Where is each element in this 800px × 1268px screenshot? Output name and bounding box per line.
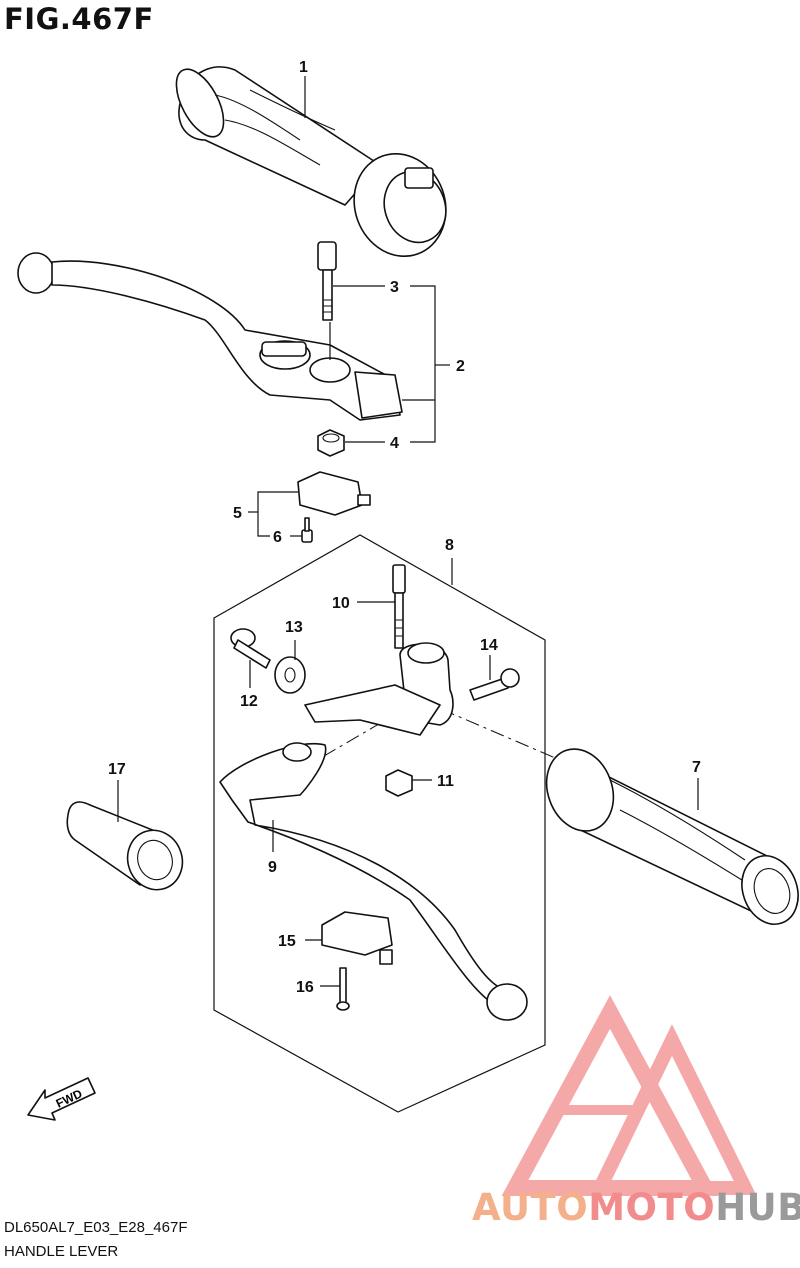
watermark-part-3: HUB [715,1186,800,1229]
clutch-group-frame [213,534,546,1113]
figure-title: FIG.467F [4,2,154,36]
lever-nut-part [317,429,345,457]
section-name: HANDLE LEVER [4,1243,119,1260]
clamp-bolt-part [230,628,271,669]
bar-end-part [66,801,184,891]
watermark-part-1: AUTO [472,1186,589,1229]
clutch-bolt-part [392,564,406,649]
callout-1: 1 [299,59,308,76]
model-code: DL650AL7_E03_E28_467F [4,1219,188,1236]
callout-9: 9 [268,859,277,876]
fwd-label: FWD [54,1086,85,1110]
callout-17: 17 [108,761,126,778]
fwd-arrow-icon: FWD [27,1077,96,1121]
callout-2: 2 [456,358,465,375]
clutch-nut-part [385,769,413,797]
switch-screw-part [301,517,313,543]
callout-13: 13 [285,619,303,636]
brake-lever-assembly-part [17,252,403,421]
clutch-switch-part [321,911,393,965]
callout-6: 6 [273,529,282,546]
callout-14: 14 [480,637,498,654]
callout-4: 4 [390,435,399,452]
clutch-holder-part [304,642,454,736]
left-grip-part [545,748,799,925]
right-grip-part [175,66,447,258]
brake-switch-part [297,471,371,516]
pivot-bolt-part [317,241,337,321]
callout-10: 10 [332,595,350,612]
callout-16: 16 [296,979,314,996]
watermark-logo-icon [501,995,757,1196]
callout-12: 12 [240,693,258,710]
leader-lines [117,76,699,987]
callout-11: 11 [437,773,454,790]
callout-8: 8 [445,537,454,554]
callout-labels: 1 2 3 4 5 6 7 8 9 10 11 12 13 14 15 16 1… [108,59,701,996]
callout-5: 5 [233,505,242,522]
watermark-text: AUTOMOTOHUB [472,1186,800,1229]
clutch-switch-screw-part [336,967,350,1011]
clutch-lever-part [219,742,528,1021]
holder-bolt-part [469,668,520,701]
clamp-washer-part [274,656,306,694]
callout-3: 3 [390,279,399,296]
callout-15: 15 [278,933,296,950]
watermark-part-2: MOTO [588,1186,716,1229]
callout-7: 7 [692,759,701,776]
